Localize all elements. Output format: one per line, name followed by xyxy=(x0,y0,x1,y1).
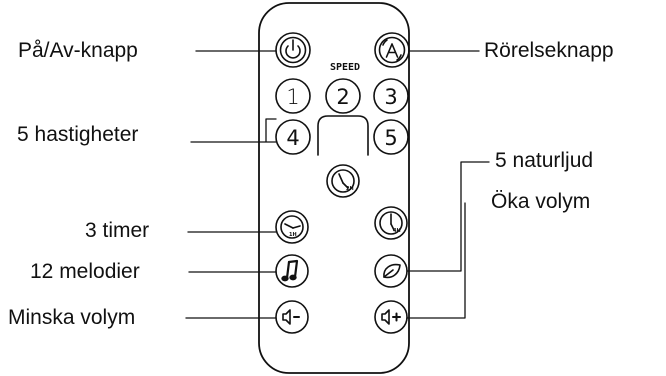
speed-button-2[interactable] xyxy=(325,78,361,114)
motion-button[interactable] xyxy=(374,32,410,68)
volume-down-button[interactable] xyxy=(275,300,309,334)
remote-body xyxy=(258,2,410,374)
speed-label: SPEED xyxy=(330,62,360,73)
speaker-plus-icon xyxy=(381,309,401,325)
leader-nature-sounds xyxy=(406,161,490,272)
speed-cluster-frame xyxy=(317,115,369,156)
leader-speeds xyxy=(190,118,277,143)
clock-icon: 2H xyxy=(338,173,354,192)
leader-volume-up xyxy=(406,202,466,319)
label-timer: 3 timer xyxy=(85,219,150,242)
power-icon xyxy=(285,39,301,59)
music-note-icon xyxy=(281,259,299,282)
leaf-icon xyxy=(383,263,401,279)
motion-a-icon xyxy=(382,39,402,61)
label-melodies: 12 melodier xyxy=(30,260,140,283)
label-speeds: 5 hastigheter xyxy=(17,123,139,146)
timer-button-right[interactable]: 4H xyxy=(374,206,408,240)
speed-number-3: 3 xyxy=(384,85,397,109)
clock-icon: 1H xyxy=(284,223,301,238)
melody-button[interactable] xyxy=(275,254,309,288)
timer-mark-right: 4H xyxy=(393,228,401,234)
volume-up-button[interactable] xyxy=(374,300,408,334)
timer-button-left[interactable]: 1H xyxy=(275,210,309,244)
label-motion-button: Rörelseknapp xyxy=(484,39,614,62)
speed-number-5: 5 xyxy=(384,126,397,150)
speed-button-3[interactable] xyxy=(373,78,409,114)
speed-button-1[interactable] xyxy=(275,78,311,114)
speed-number-2: 2 xyxy=(336,85,349,109)
speed-number-1: 1 xyxy=(286,85,299,109)
timer-mark-left: 1H xyxy=(289,232,297,238)
timer-mark-center: 2H xyxy=(346,186,354,192)
speed-number-4: 4 xyxy=(286,126,299,150)
label-power-button: På/Av-knapp xyxy=(18,39,138,62)
clock-icon: 4H xyxy=(390,213,401,234)
speed-button-4[interactable] xyxy=(275,119,311,155)
label-volume-down: Minska volym xyxy=(8,306,136,329)
nature-sound-button[interactable] xyxy=(374,254,408,288)
speaker-minus-icon xyxy=(282,309,300,325)
power-button[interactable] xyxy=(275,32,311,68)
label-volume-up: Öka volym xyxy=(491,190,591,213)
label-nature-sounds: 5 naturljud xyxy=(495,149,594,172)
speed-button-5[interactable] xyxy=(373,119,409,155)
timer-button-center[interactable]: 2H xyxy=(326,164,360,198)
